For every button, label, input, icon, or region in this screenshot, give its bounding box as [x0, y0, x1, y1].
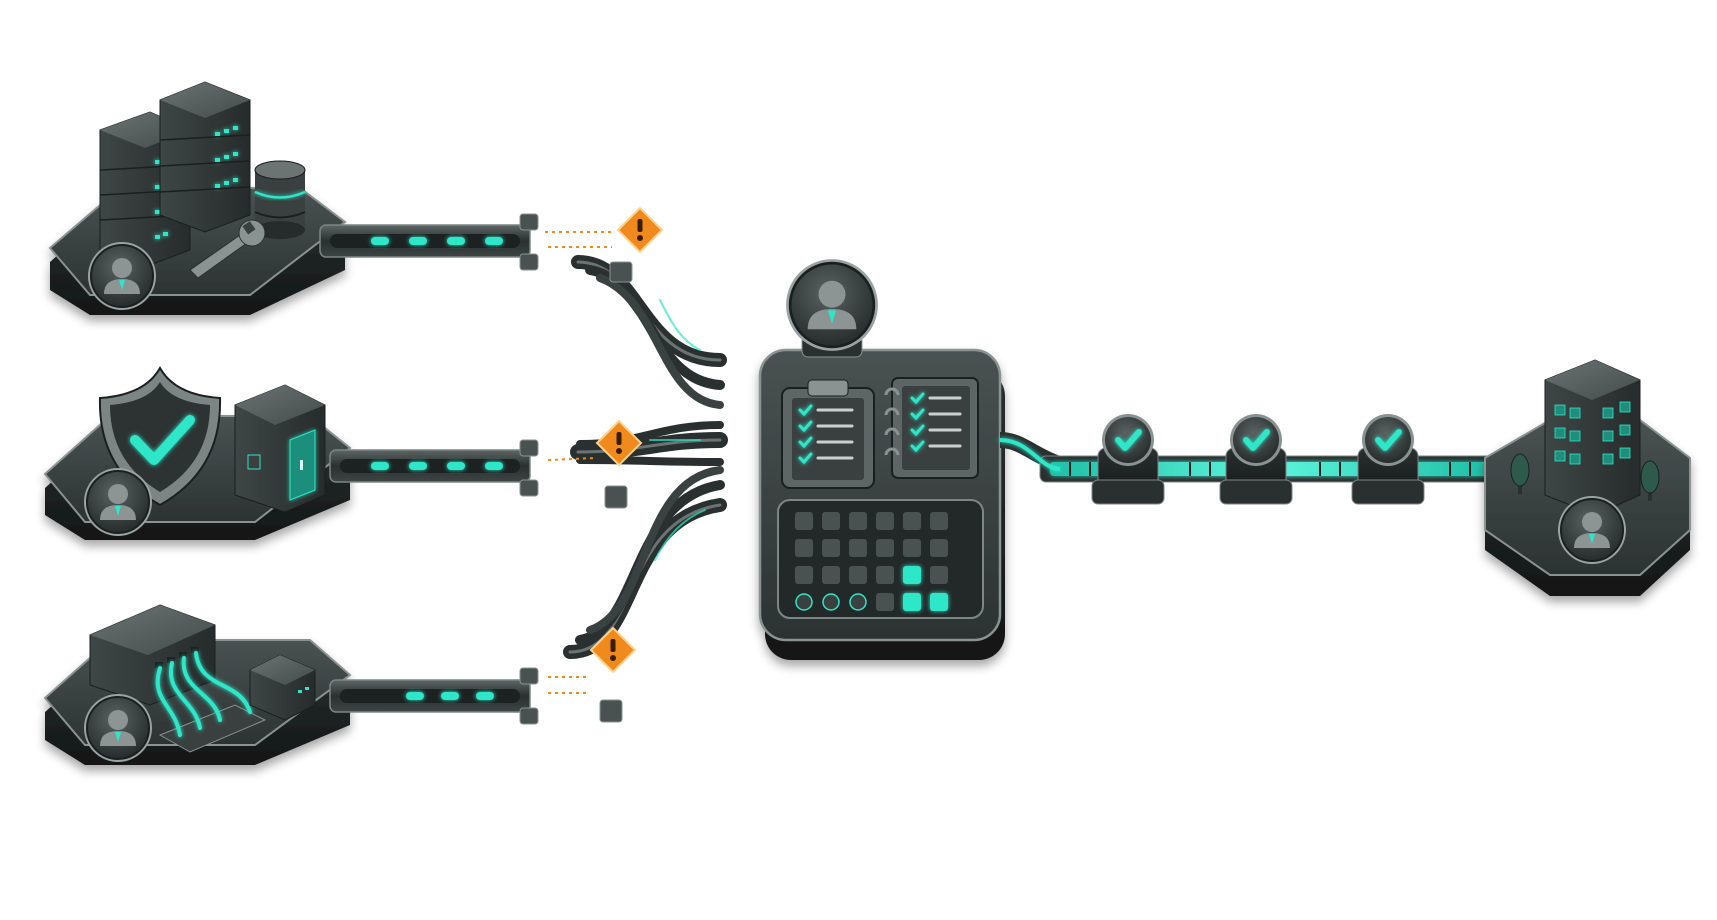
user-icon [87, 241, 157, 311]
checkpoint [1351, 414, 1425, 505]
grid-cell [876, 566, 894, 584]
grid-cell [849, 512, 867, 530]
office-building-icon [1544, 359, 1641, 516]
warning-icon [616, 206, 664, 254]
grid-cell [930, 539, 948, 557]
server-rack-icon [159, 81, 251, 233]
check-icon [1243, 429, 1270, 451]
conveyor-belt [319, 213, 539, 271]
grid-cell [795, 539, 813, 557]
grid-cell [903, 539, 921, 557]
conveyor-belt [329, 439, 539, 497]
grid-cell [903, 593, 921, 611]
grid-cell [930, 593, 948, 611]
user-icon [784, 257, 880, 358]
check-icon [1115, 429, 1142, 451]
grid-cell [795, 566, 813, 584]
checkpoint [1091, 414, 1165, 505]
source-infrastructure [48, 81, 539, 315]
database-icon [254, 160, 306, 239]
grid-cell [876, 593, 894, 611]
notebook-checklist-icon [884, 377, 979, 479]
feed-lines [563, 255, 728, 659]
tree-icon [1640, 460, 1660, 501]
user-icon [1557, 495, 1627, 565]
tree-icon [1510, 453, 1530, 494]
router-box-icon [249, 654, 316, 721]
warning-markers [545, 206, 664, 723]
warning-icon [595, 419, 643, 467]
source-security [43, 365, 539, 540]
wrench-icon [189, 219, 266, 279]
source-network [43, 604, 539, 765]
grid-cell [822, 512, 840, 530]
door-booth-icon [234, 384, 326, 513]
warning-icon [589, 626, 637, 674]
grid-cell [795, 593, 813, 611]
grid-cell [930, 512, 948, 530]
grid-cell [822, 539, 840, 557]
checkpoint [1219, 414, 1293, 505]
grid-cell [903, 512, 921, 530]
grid-cell [822, 593, 840, 611]
grid-cell [822, 566, 840, 584]
check-icon [1375, 429, 1402, 451]
grid-cell [849, 566, 867, 584]
cable-panel-icon [155, 651, 267, 753]
grid-cell [849, 593, 867, 611]
clipboard-checklist-icon [781, 379, 875, 489]
conveyor-belt [329, 667, 539, 725]
user-icon [83, 467, 153, 537]
destination-organization [1484, 359, 1691, 596]
grid-cell [876, 539, 894, 557]
user-icon [83, 693, 153, 763]
grid-cell [795, 512, 813, 530]
grid-cell [903, 566, 921, 584]
network-switch-icon [89, 604, 216, 706]
grid-cell [876, 512, 894, 530]
review-hub [758, 257, 1005, 660]
status-grid-icon [777, 499, 984, 619]
grid-cell [930, 566, 948, 584]
grid-cell [849, 539, 867, 557]
